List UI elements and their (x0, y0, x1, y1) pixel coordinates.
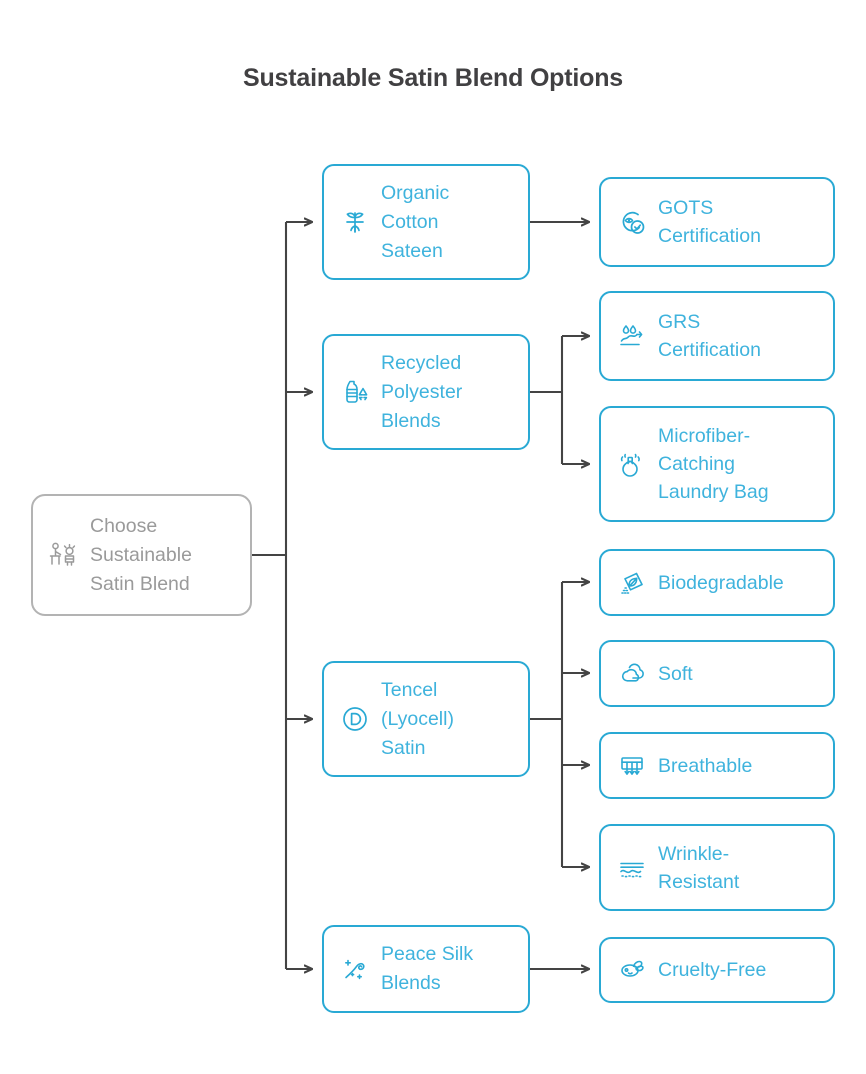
leaf-label: Microfiber- Catching Laundry Bag (658, 425, 769, 503)
branch-node-recycled-polyester-blends[interactable]: Recycled Polyester Blends (322, 334, 530, 450)
certification-check-icon (615, 205, 649, 239)
branch-node-peace-silk-blends[interactable]: Peace Silk Blends (322, 925, 530, 1013)
cloud-icon (615, 657, 649, 691)
cruelty-free-rabbit-icon (615, 953, 649, 987)
branch-node-organic-cotton-sateen[interactable]: Organic Cotton Sateen (322, 164, 530, 280)
branch-node-tencel-lyocell-satin[interactable]: Tencel (Lyocell) Satin (322, 661, 530, 777)
person-choosing-icon (47, 538, 81, 572)
branch-label: Organic Cotton Sateen (381, 181, 450, 262)
smooth-fabric-icon (615, 851, 649, 885)
leaf-label: GRS Certification (658, 311, 761, 361)
branch-label: Peace Silk Blends (381, 943, 474, 994)
silk-sparkle-icon (338, 952, 372, 986)
leaf-node-gots-certification[interactable]: GOTS Certification (599, 177, 835, 267)
water-drop-arrow-icon (615, 319, 649, 353)
branch-label: Recycled Polyester Blends (381, 351, 463, 432)
leaf-label: GOTS Certification (658, 197, 761, 247)
leaf-node-wrinkle-resistant[interactable]: Wrinkle- Resistant (599, 824, 835, 911)
circled-d-icon (338, 702, 372, 736)
leaf-label: Soft (658, 662, 693, 685)
leaf-node-soft[interactable]: Soft (599, 640, 835, 707)
leaf-label: Cruelty-Free (658, 959, 767, 981)
laundry-bag-icon (615, 447, 649, 481)
leaf-label: Breathable (658, 754, 753, 777)
leaf-node-biodegradable[interactable]: Biodegradable (599, 549, 835, 616)
leaf-node-cruelty-free[interactable]: Cruelty-Free (599, 937, 835, 1003)
root-node[interactable]: Choose Sustainable Satin Blend (31, 494, 252, 616)
root-label: Choose Sustainable Satin Blend (90, 514, 192, 595)
air-vent-icon (615, 749, 649, 783)
page-title: Sustainable Satin Blend Options (243, 64, 623, 92)
leaf-label: Wrinkle- Resistant (658, 842, 740, 893)
recycled-bottle-icon (338, 375, 372, 409)
seedling-sprout-icon (338, 205, 372, 239)
leaf-compost-icon (615, 566, 649, 600)
leaf-node-grs-certification[interactable]: GRS Certification (599, 291, 835, 381)
leaf-node-breathable[interactable]: Breathable (599, 732, 835, 799)
branch-label: Tencel (Lyocell) Satin (381, 678, 454, 759)
leaf-label: Biodegradable (658, 571, 784, 594)
leaf-node-microfiber-catching-laundry-bag[interactable]: Microfiber- Catching Laundry Bag (599, 406, 835, 522)
